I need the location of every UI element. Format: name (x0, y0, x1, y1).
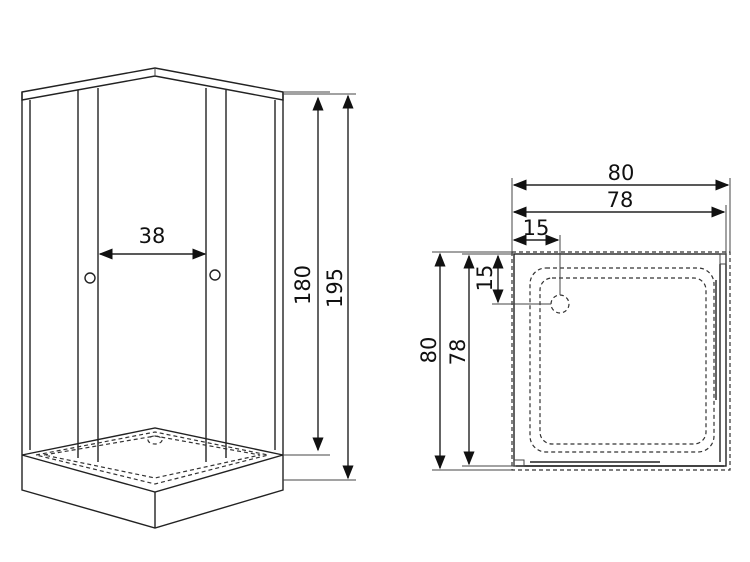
right-handle-icon (209, 269, 221, 281)
corner-post-bottom-left (513, 459, 525, 467)
width-label: 38 (139, 224, 166, 248)
left-door-panel (77, 88, 99, 462)
top-frame (21, 67, 284, 101)
basin-outer (529, 267, 715, 453)
tray-inner-outline (35, 431, 269, 485)
drain-x-label: 15 (523, 216, 550, 240)
tray-inner-outline-2 (43, 435, 261, 479)
inner-outline (513, 253, 727, 467)
tray-top (21, 427, 284, 493)
right-door-rail (715, 264, 721, 462)
drain-y-label: 15 (473, 265, 497, 292)
right-door-panel (205, 88, 227, 462)
outer-width-label: 80 (608, 161, 635, 185)
drain-top-icon (550, 294, 570, 314)
outer-depth-label: 80 (417, 337, 441, 364)
top-view: 80 78 15 15 80 78 (417, 161, 731, 471)
inner-height-label: 180 (291, 265, 315, 305)
bottom-door-rail (516, 461, 724, 467)
inner-width-label: 78 (607, 188, 634, 212)
inner-depth-label: 78 (446, 339, 470, 366)
corner-post-top-right (719, 253, 727, 265)
basin-inner (539, 277, 707, 445)
left-handle-icon (84, 272, 96, 284)
drain-icon (147, 435, 163, 445)
left-post (21, 92, 31, 455)
right-post (274, 92, 284, 455)
tray-front (21, 455, 284, 529)
outer-outline (511, 251, 731, 471)
total-height-label: 195 (323, 268, 347, 308)
perspective-view: 38 180 195 (21, 67, 356, 529)
